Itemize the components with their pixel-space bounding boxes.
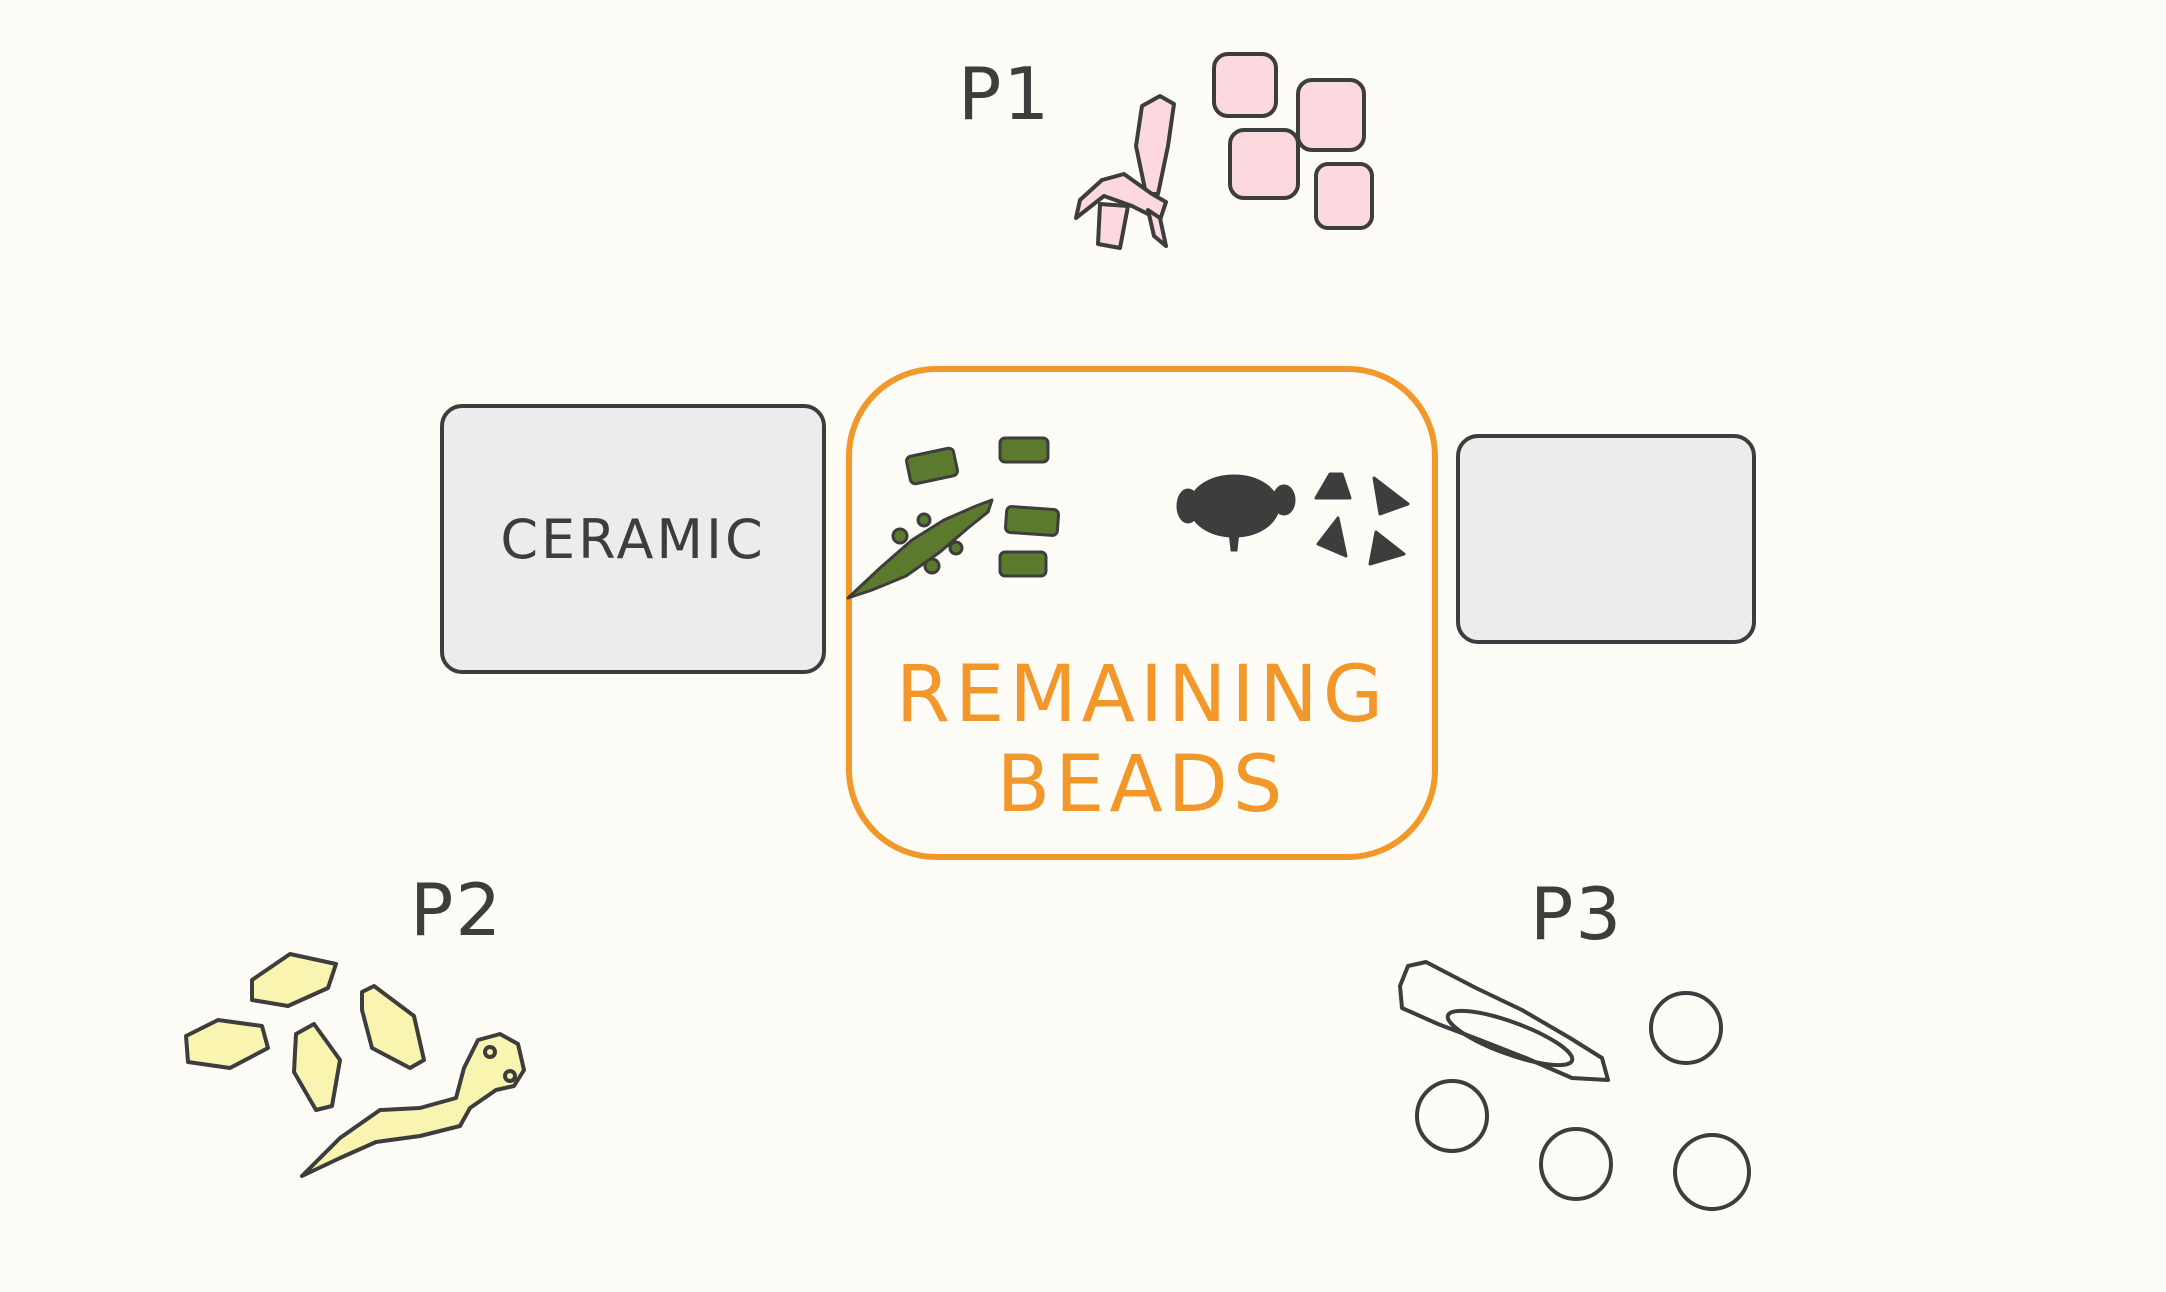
player-1-label: P1 [958, 52, 1052, 136]
remaining-beads-label-line1: REMAINING [895, 650, 1389, 740]
turtle-icon[interactable] [1176, 474, 1296, 552]
remaining-beads-label: REMAINING BEADS [846, 650, 1438, 830]
rect-bead-icon[interactable] [905, 436, 1061, 578]
dagger-icon[interactable] [1074, 94, 1176, 250]
crocodile-icon[interactable] [846, 498, 994, 600]
remaining-beads-label-line2: BEADS [996, 740, 1288, 830]
round-bead-icon[interactable] [1415, 991, 1751, 1211]
spear-icon[interactable] [1398, 960, 1610, 1082]
player-3-label: P3 [1530, 872, 1624, 956]
player-2-label: P2 [410, 868, 504, 952]
snake-icon[interactable] [300, 1032, 526, 1178]
ceramic-pile[interactable]: CERAMIC [440, 404, 826, 674]
right-pile[interactable] [1456, 434, 1756, 644]
diamond-bead-icon[interactable] [184, 952, 426, 1112]
square-bead-icon[interactable] [1212, 52, 1374, 230]
ceramic-pile-label: CERAMIC [500, 507, 766, 571]
remaining-beads-pile[interactable] [846, 366, 1438, 860]
triangle-bead-icon[interactable] [1314, 472, 1410, 566]
